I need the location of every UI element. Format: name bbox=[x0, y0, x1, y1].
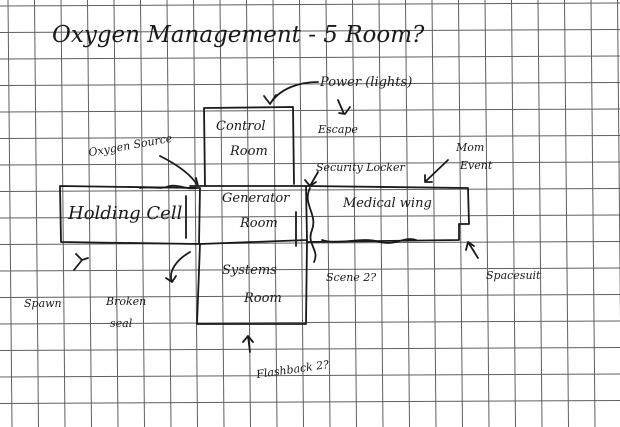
holding-cell-label: Holding Cell bbox=[68, 203, 183, 224]
security-locker-note: Security Locker bbox=[316, 161, 405, 174]
grid-line-horizontal bbox=[0, 214, 620, 219]
grid-line-vertical bbox=[7, 0, 13, 427]
grid-line-horizontal bbox=[0, 82, 620, 86]
grid-line-vertical bbox=[325, 0, 331, 427]
grid-line-horizontal bbox=[0, 373, 620, 378]
grid-line-horizontal bbox=[0, 320, 620, 325]
grid-line-vertical bbox=[564, 0, 569, 427]
spawn-note: Spawn bbox=[24, 297, 62, 310]
grid-line-vertical bbox=[590, 0, 596, 427]
scene-2-note: Scene 2? bbox=[326, 271, 377, 284]
medical-wing-label: Medical wing bbox=[343, 196, 432, 211]
escape-note: Escape bbox=[318, 123, 358, 136]
medical-wing-outline bbox=[305, 185, 470, 243]
grid-line-vertical bbox=[405, 0, 410, 427]
grid-line-horizontal bbox=[0, 108, 620, 113]
diagram-title: Oxygen Management - 5 Room? bbox=[52, 22, 425, 48]
generator-room-outline bbox=[198, 185, 308, 245]
control-room-outline bbox=[203, 106, 295, 187]
grid-line-horizontal bbox=[0, 267, 620, 272]
grid-line-vertical bbox=[87, 0, 92, 427]
grid-line-horizontal bbox=[0, 29, 620, 33]
grid-line-vertical bbox=[352, 0, 357, 427]
grid-line-vertical bbox=[166, 0, 172, 427]
power-note: Power (lights) bbox=[320, 75, 413, 90]
grid-line-vertical bbox=[484, 0, 490, 427]
grid-line-vertical bbox=[34, 0, 39, 427]
broken-seal-note-1: Broken bbox=[106, 295, 147, 308]
arrow-escape bbox=[337, 99, 351, 115]
grid-line-vertical bbox=[299, 0, 304, 427]
grid-line-horizontal bbox=[0, 161, 620, 166]
arrow-flashback bbox=[242, 335, 254, 353]
systems-room-outline bbox=[196, 239, 308, 325]
spacesuit-note: Spacesuit bbox=[486, 269, 541, 282]
mom-event-note-1: Mom bbox=[456, 141, 485, 154]
grid-line-vertical bbox=[378, 0, 384, 427]
grid-line-vertical bbox=[246, 0, 251, 427]
systems-room-label-1: Systems bbox=[222, 263, 277, 278]
grid-line-horizontal bbox=[0, 241, 620, 245]
systems-room-label-2: Room bbox=[244, 291, 282, 306]
grid-line-vertical bbox=[140, 0, 145, 427]
mom-event-note-2: Event bbox=[460, 159, 493, 172]
grid-line-horizontal bbox=[0, 55, 620, 60]
arrow-power bbox=[263, 81, 319, 105]
grid-line-horizontal bbox=[0, 347, 620, 351]
grid-line-horizontal bbox=[0, 2, 620, 7]
arrow-security-locker bbox=[304, 171, 319, 187]
arrow-mom-event bbox=[424, 159, 449, 183]
arrow-broken-seal bbox=[165, 251, 191, 283]
generator-room-label-1: Generator bbox=[222, 191, 290, 206]
grid-line-vertical bbox=[272, 0, 278, 427]
grid-line-horizontal bbox=[0, 294, 620, 298]
grid-line-vertical bbox=[431, 0, 437, 427]
broken-seal-note-2: seal bbox=[110, 317, 133, 330]
control-room-label-2: Room bbox=[230, 144, 268, 159]
grid-line-vertical bbox=[113, 0, 119, 427]
arrow-spacesuit bbox=[465, 241, 479, 259]
grid-line-vertical bbox=[193, 0, 198, 427]
grid-line-vertical bbox=[60, 0, 66, 427]
grid-line-vertical bbox=[458, 0, 463, 427]
grid-line-vertical bbox=[511, 0, 516, 427]
grid-line-horizontal bbox=[0, 135, 620, 139]
grid-line-vertical bbox=[219, 0, 225, 427]
corridor-scribble bbox=[306, 187, 417, 263]
control-room-label-1: Control bbox=[216, 119, 266, 134]
arrow-spawn bbox=[73, 253, 89, 271]
grid-line-horizontal bbox=[0, 400, 620, 404]
generator-room-label-2: Room bbox=[240, 216, 278, 231]
grid-line-vertical bbox=[537, 0, 543, 427]
arrow-oxygen-source bbox=[159, 155, 199, 187]
